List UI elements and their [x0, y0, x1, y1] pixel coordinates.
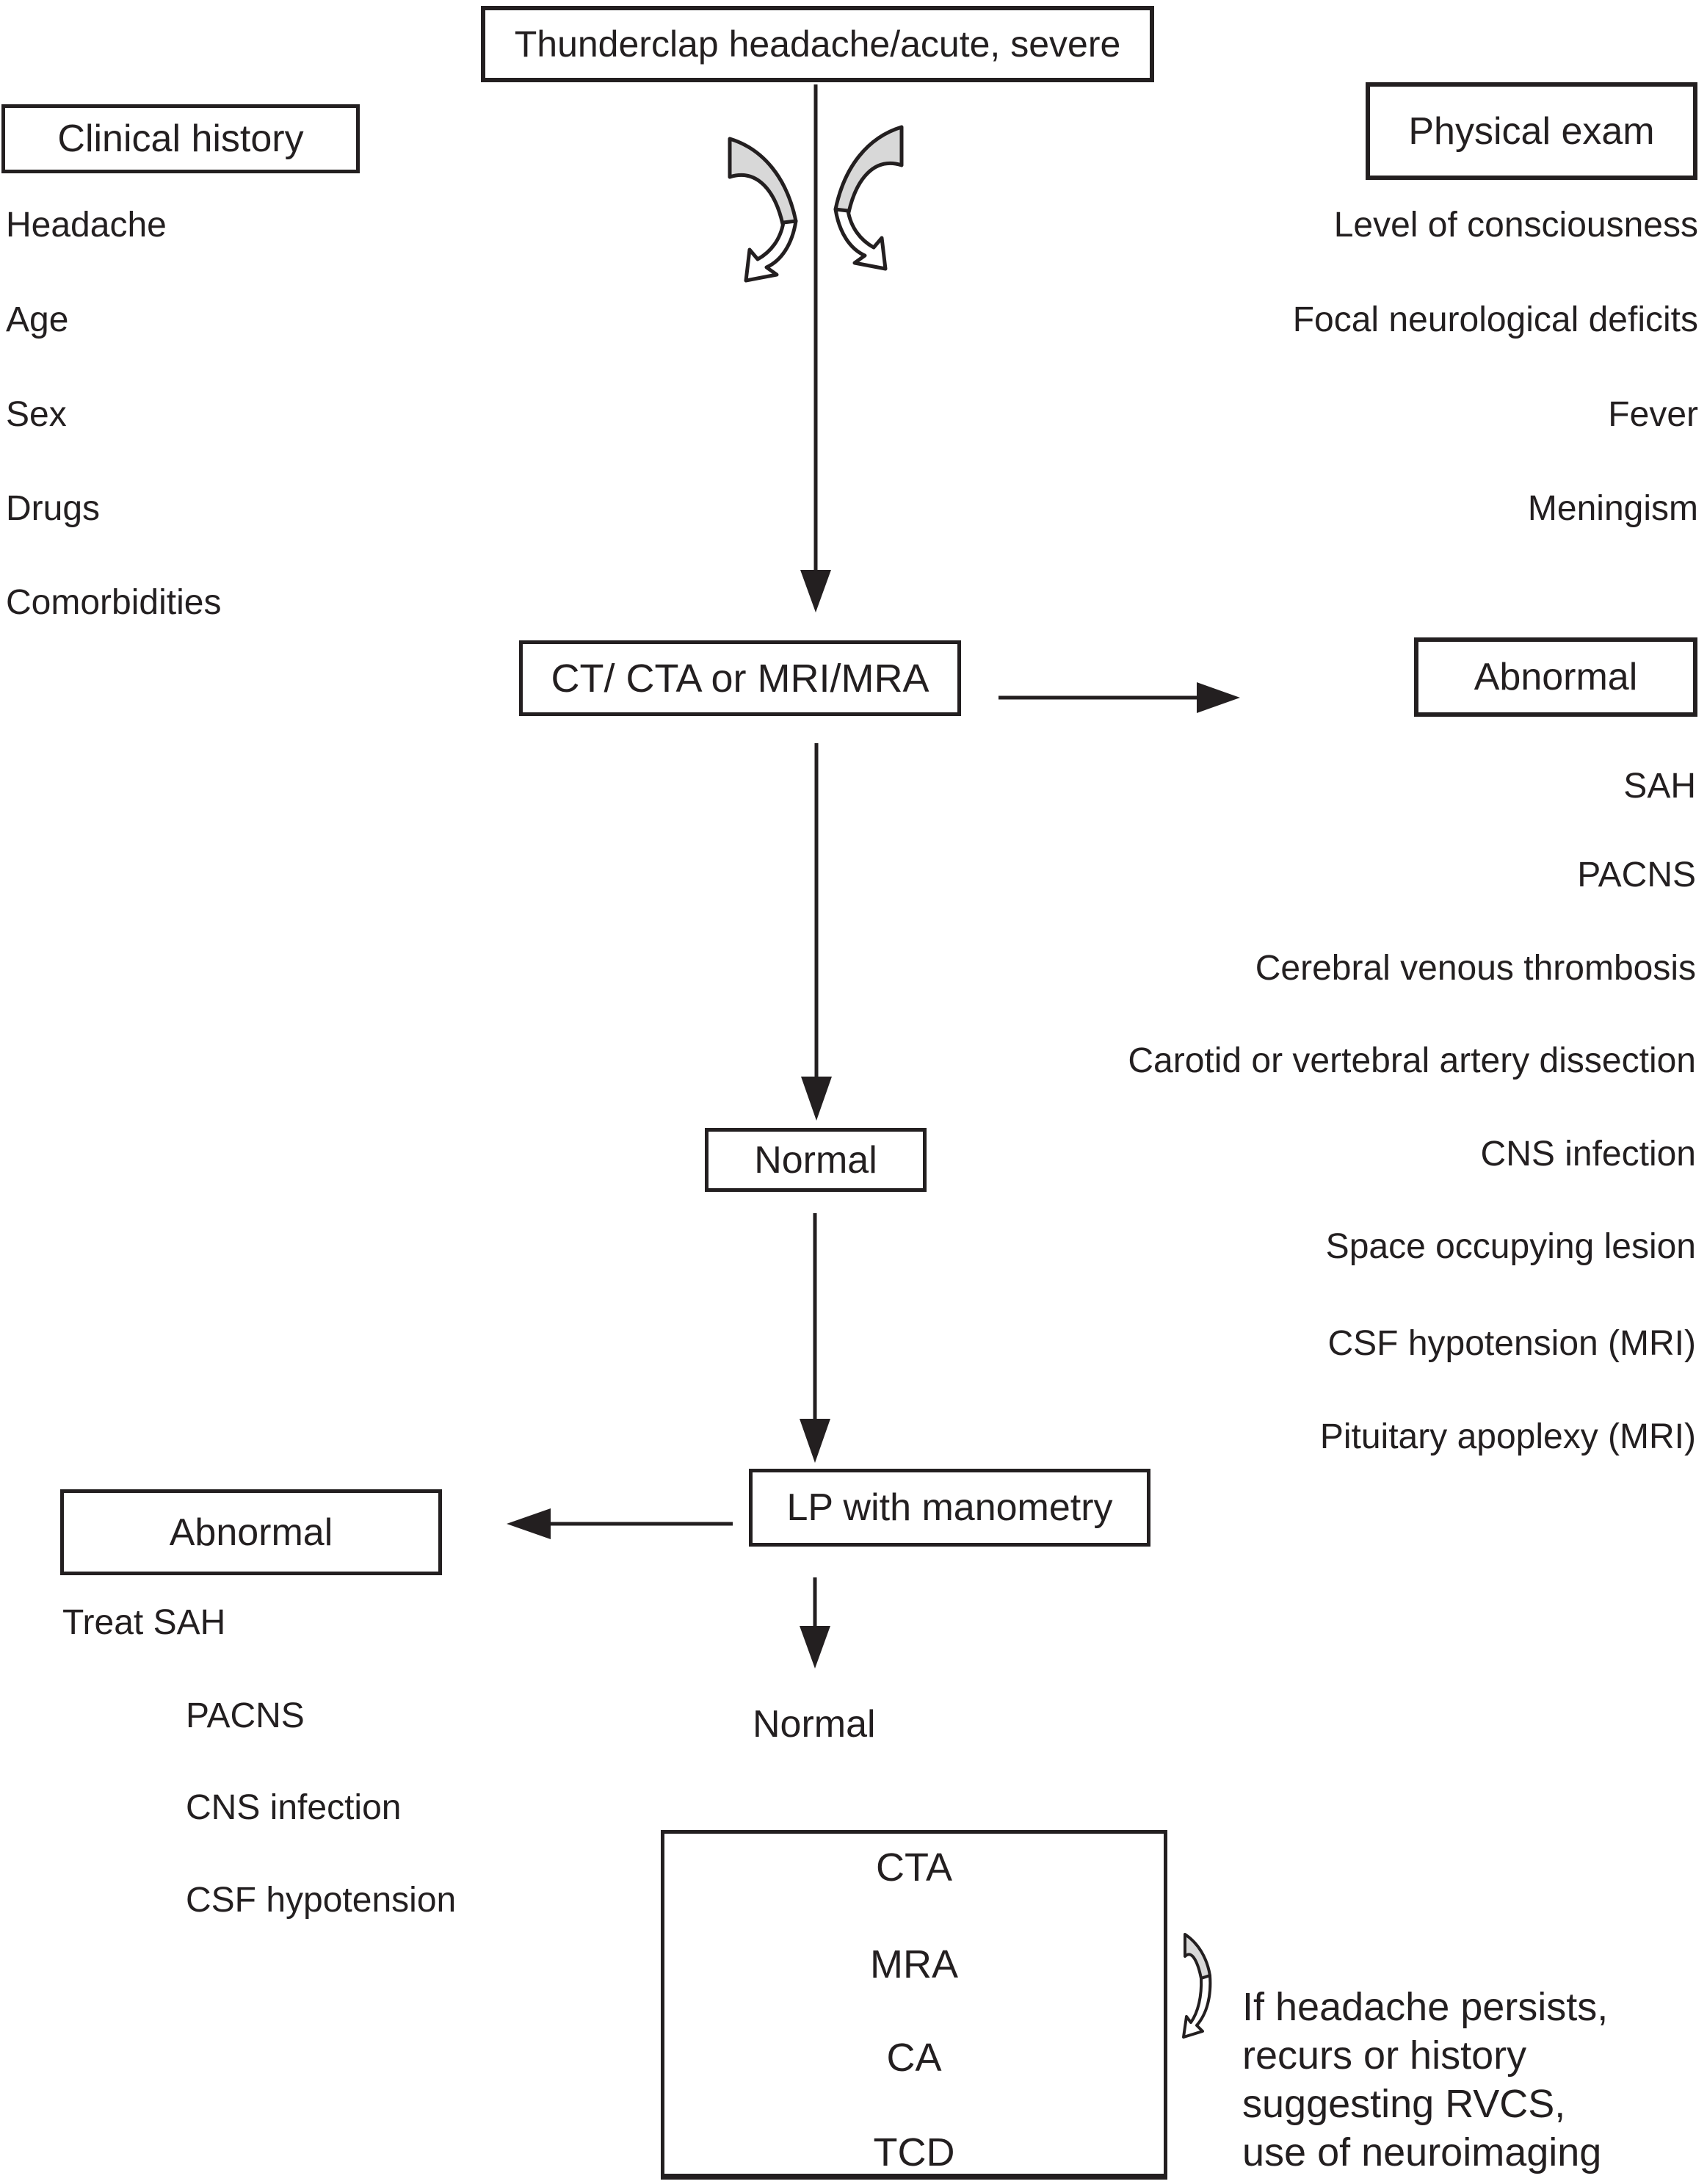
physical-exam-item: Level of consciousness [1333, 206, 1698, 245]
clinical-history-item: Sex [6, 395, 67, 434]
vascular-workup-item: TCD [873, 2130, 955, 2174]
arrow-normal-to-lp [800, 1213, 830, 1463]
vascular-workup-item: MRA [870, 1942, 958, 1986]
imaging-abnormal-title: Abnormal [1474, 656, 1638, 698]
arrow-imaging-to-normal [801, 743, 832, 1121]
curved-arrow-workup-note [1182, 1933, 1212, 2039]
clinical-history-item: Headache [6, 206, 167, 245]
clinical-history-item: Drugs [6, 489, 101, 528]
note-line: recurs or history [1242, 2033, 1527, 2078]
imaging-abnormal-box: Abnormal [1414, 637, 1697, 717]
lp-abnormal-box: Abnormal [60, 1489, 442, 1575]
lp-abnormal-title: Abnormal [169, 1511, 333, 1554]
vascular-workup-item: CA [886, 2036, 942, 2080]
imaging-abnormal-item: Pituitary apoplexy (MRI) [1319, 1417, 1696, 1456]
arrow-lp-to-abnormal [507, 1508, 733, 1539]
imaging-abnormal-item: CNS infection [1480, 1135, 1696, 1174]
imaging-abnormal-item: Cerebral venous thrombosis [1255, 949, 1696, 988]
vascular-workup-item: CTA [876, 1845, 952, 1890]
imaging-box: CT/ CTA or MRI/MRA [519, 640, 961, 716]
clinical-history-item: Age [6, 300, 69, 339]
lp-abnormal-item: Treat SAH [62, 1603, 226, 1642]
imaging-abnormal-item: Carotid or vertebral artery dissection [1128, 1041, 1696, 1080]
imaging-abnormal-item: PACNS [1577, 856, 1696, 894]
physical-exam-item: Meningism [1527, 489, 1698, 528]
arrow-lp-to-normal [800, 1577, 830, 1668]
lp-normal-label: Normal [753, 1703, 876, 1746]
note-line: use of neuroimaging [1242, 2130, 1602, 2174]
note-line: suggesting RVCS, [1242, 2082, 1566, 2126]
imaging-normal-label: Normal [754, 1138, 877, 1182]
lp-label: LP with manometry [786, 1486, 1113, 1529]
start-box: Thunderclap headache/acute, severe [481, 6, 1154, 82]
imaging-normal-box: Normal [705, 1128, 927, 1192]
imaging-abnormal-item: Space occupying lesion [1325, 1227, 1696, 1266]
lp-box: LP with manometry [749, 1469, 1150, 1547]
physical-exam-item: Focal neurological deficits [1292, 300, 1698, 339]
lp-abnormal-item: CNS infection [186, 1788, 402, 1827]
curved-arrow-left-branch [728, 137, 798, 283]
imaging-abnormal-item: SAH [1623, 767, 1696, 806]
arrow-imaging-to-abnormal [999, 682, 1240, 713]
lp-abnormal-item: PACNS [186, 1696, 305, 1735]
vascular-workup-box [661, 1830, 1167, 2180]
imaging-label: CT/ CTA or MRI/MRA [551, 656, 929, 701]
imaging-abnormal-item: CSF hypotension (MRI) [1327, 1324, 1697, 1363]
arrow-start-to-imaging [800, 84, 831, 612]
start-label: Thunderclap headache/acute, severe [514, 23, 1121, 65]
note-line: If headache persists, [1242, 1985, 1609, 2029]
curved-arrow-right-branch [833, 125, 904, 271]
physical-exam-box: Physical exam [1366, 82, 1697, 180]
clinical-history-title: Clinical history [57, 117, 304, 160]
clinical-history-box: Clinical history [1, 104, 360, 173]
physical-exam-item: Fever [1608, 395, 1698, 434]
clinical-history-item: Comorbidities [6, 583, 222, 622]
lp-abnormal-item: CSF hypotension [186, 1881, 457, 1920]
physical-exam-title: Physical exam [1408, 109, 1655, 153]
